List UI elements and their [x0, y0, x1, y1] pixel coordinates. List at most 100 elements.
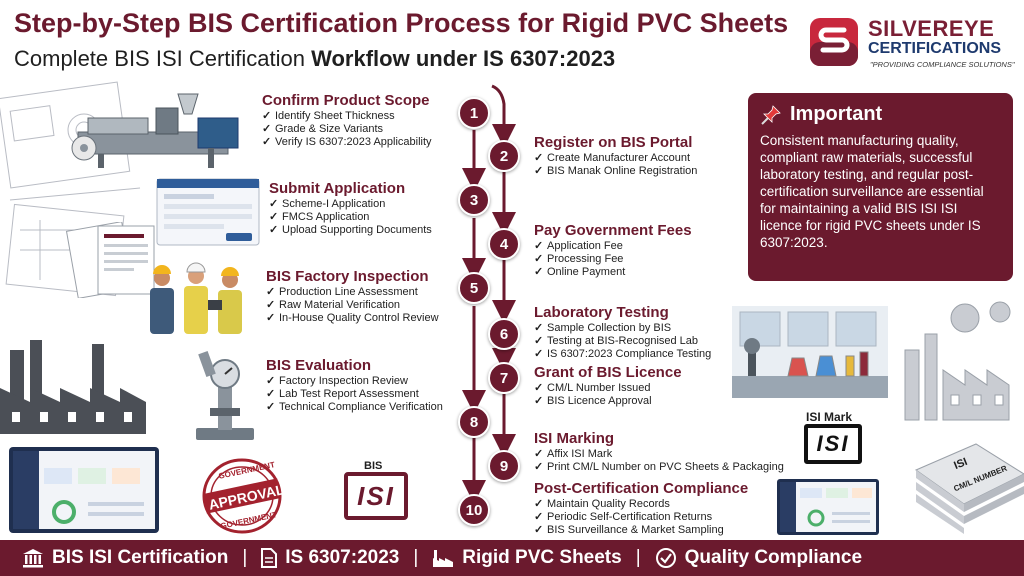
inspectors-illustration	[150, 262, 242, 334]
footer-separator: |	[242, 547, 248, 568]
institution-icon	[23, 549, 43, 568]
laboratory-illustration	[732, 306, 888, 398]
step-item: Affix ISI Mark	[534, 448, 784, 461]
isi-mark-label: ISI Mark	[806, 410, 853, 424]
step-items: Identify Sheet Thickness Grade & Size Va…	[262, 110, 432, 149]
step-items: Application Fee Processing Fee Online Pa…	[534, 240, 692, 279]
step-item: Periodic Self-Certification Returns	[534, 511, 748, 524]
footer-separator: |	[413, 547, 419, 568]
footer-item-product: Rigid PVC Sheets	[432, 547, 622, 569]
footer-separator: |	[635, 547, 641, 568]
step-number-9: 9	[488, 450, 520, 482]
step-item: FMCS Application	[269, 211, 432, 224]
step-items: Maintain Quality Records Periodic Self-C…	[534, 498, 748, 537]
step-1: Confirm Product Scope Identify Sheet Thi…	[262, 92, 432, 149]
page-title: Step-by-Step BIS Certification Process f…	[14, 8, 789, 38]
step-number-3: 3	[458, 184, 490, 216]
step-item: Factory Inspection Review	[266, 375, 443, 388]
step-5: BIS Factory Inspection Production Line A…	[266, 268, 439, 325]
application-form-illustration	[156, 178, 260, 246]
step-item: IS 6307:2023 Compliance Testing	[534, 348, 711, 361]
step-item: Application Fee	[534, 240, 692, 253]
step-items: Create Manufacturer Account BIS Manak On…	[534, 152, 697, 178]
factory-illustration	[0, 340, 146, 434]
subtitle-plain: Complete BIS ISI Certification	[14, 46, 312, 71]
step-number-6: 6	[488, 318, 520, 350]
important-heading-text: Important	[790, 103, 883, 125]
step-number-8: 8	[458, 406, 490, 438]
step-title: BIS Factory Inspection	[266, 268, 429, 285]
step-item: Online Payment	[534, 266, 692, 279]
step-item: Sample Collection by BIS	[534, 322, 711, 335]
logo-tagline: "PROVIDING COMPLIANCE SOLUTIONS"	[870, 60, 1015, 69]
step-2: Register on BIS Portal Create Manufactur…	[534, 134, 697, 178]
step-item: Create Manufacturer Account	[534, 152, 697, 165]
step-title: Pay Government Fees	[534, 222, 692, 239]
logo-name: SILVEREYE	[868, 16, 995, 41]
check-circle-icon	[655, 548, 676, 568]
step-item: Upload Supporting Documents	[269, 224, 432, 237]
factory-icon	[433, 550, 454, 567]
step-item: CM/L Number Issued	[534, 382, 682, 395]
step-items: Factory Inspection Review Lab Test Repor…	[266, 375, 443, 414]
footer-label: IS 6307:2023	[285, 547, 400, 568]
important-body: Consistent manufacturing quality, compli…	[760, 133, 984, 250]
step-number-5: 5	[458, 272, 490, 304]
company-logo: SILVEREYE CERTIFICATIONS "PROVIDING COMP…	[808, 14, 1018, 74]
pvc-sheets-stack: ISI CM/L NUMBER	[906, 430, 1024, 534]
step-item: In-House Quality Control Review	[266, 312, 439, 325]
step-10: Post-Certification Compliance Maintain Q…	[534, 480, 748, 537]
step-9: ISI Marking Affix ISI Mark Print CM/L Nu…	[534, 430, 784, 474]
isi-mark-badge: ISI	[804, 424, 862, 464]
step-item: Grade & Size Variants	[262, 123, 432, 136]
footer-bar: BIS ISI Certification | IS 6307:2023 | R…	[0, 540, 1024, 576]
footer-item-bis-isi: BIS ISI Certification	[22, 547, 228, 569]
important-heading: Important	[760, 103, 1001, 126]
bis-label: BIS	[364, 460, 383, 472]
step-8: BIS Evaluation Factory Inspection Review…	[266, 357, 443, 414]
compliance-dashboard-screen	[777, 479, 879, 535]
step-item: Technical Compliance Verification	[266, 401, 443, 414]
footer-label: Rigid PVC Sheets	[462, 547, 622, 568]
step-item: Maintain Quality Records	[534, 498, 748, 511]
silvereye-logo-icon	[810, 18, 858, 66]
step-item: BIS Licence Approval	[534, 395, 682, 408]
government-approval-stamp: GOVERNMENT APPROVAL GOVERNMENT	[200, 456, 286, 536]
step-item: Verify IS 6307:2023 Applicability	[262, 136, 432, 149]
step-item: Print CM/L Number on PVC Sheets & Packag…	[534, 461, 784, 474]
important-callout: Important Consistent manufacturing quali…	[748, 93, 1013, 281]
step-item: Testing at BIS-Recognised Lab	[534, 335, 711, 348]
subtitle-bold: Workflow under IS 6307:2023	[311, 46, 616, 71]
step-title: Confirm Product Scope	[262, 92, 430, 109]
step-3: Submit Application Scheme-I Application …	[269, 180, 432, 237]
step-number-10: 10	[458, 494, 490, 526]
step-title: ISI Marking	[534, 430, 615, 447]
portal-dashboard-screen	[9, 447, 159, 533]
step-item: Scheme-I Application	[269, 198, 432, 211]
step-number-1: 1	[458, 97, 490, 129]
step-item: BIS Surveillance & Market Sampling	[534, 524, 748, 537]
step-items: Sample Collection by BIS Testing at BIS-…	[534, 322, 711, 361]
step-title: Post-Certification Compliance	[534, 480, 749, 497]
document-icon	[261, 548, 278, 568]
step-item: BIS Manak Online Registration	[534, 165, 697, 178]
step-7: Grant of BIS Licence CM/L Number Issued …	[534, 364, 682, 408]
stamp-ring-icon	[202, 458, 282, 534]
step-items: Affix ISI Mark Print CM/L Number on PVC …	[534, 448, 784, 474]
step-4: Pay Government Fees Application Fee Proc…	[534, 222, 692, 279]
step-6: Laboratory Testing Sample Collection by …	[534, 304, 711, 361]
step-item: Production Line Assessment	[266, 286, 439, 299]
isi-mark-text: ISI	[816, 431, 850, 456]
step-title: Register on BIS Portal	[534, 134, 693, 151]
step-items: Scheme-I Application FMCS Application Up…	[269, 198, 432, 237]
process-flow-connector	[462, 84, 516, 504]
isi-logo-text: ISI	[357, 480, 395, 511]
sheets-icon	[914, 443, 1024, 534]
step-title: Laboratory Testing	[534, 304, 669, 321]
extrusion-machine-illustration	[71, 93, 239, 168]
bis-isi-logo: ISI	[344, 472, 408, 520]
step-item: Identify Sheet Thickness	[262, 110, 432, 123]
page-subtitle: Complete BIS ISI Certification Workflow …	[14, 46, 615, 72]
logo-subname: CERTIFICATIONS	[868, 40, 1002, 57]
step-title: Submit Application	[269, 180, 406, 197]
